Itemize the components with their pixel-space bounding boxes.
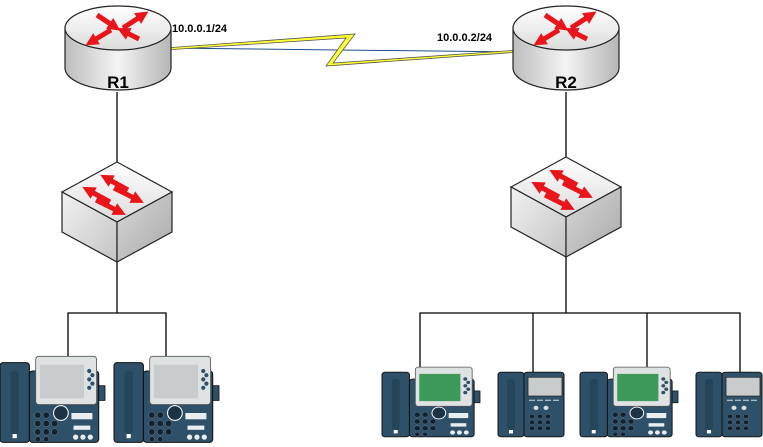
cable-bus-left [67, 312, 167, 360]
switch-sw1[interactable] [62, 162, 172, 262]
switch-sw2[interactable] [511, 157, 621, 257]
cables [67, 92, 741, 400]
r1-ip-label: 10.0.0.1/24 [172, 23, 228, 35]
ip-phone[interactable] [381, 366, 481, 438]
ip-phone-icon [0, 355, 106, 443]
ip-phone-icon [497, 371, 565, 438]
switch-icon [62, 162, 172, 262]
ip-phone[interactable] [497, 371, 565, 438]
ip-phone[interactable] [0, 355, 106, 443]
ip-phone[interactable] [113, 355, 220, 443]
ip-phone[interactable] [695, 371, 763, 438]
router-r1[interactable]: R1 [65, 6, 171, 92]
phone-screen-green [419, 373, 461, 402]
phone-screen-green [617, 373, 659, 402]
ip-phone[interactable] [579, 366, 679, 438]
switch-icon [511, 157, 621, 257]
r2-ip-label: 10.0.0.2/24 [437, 32, 493, 44]
ip-phone-icon [113, 355, 220, 443]
router-label: R2 [555, 73, 577, 92]
router-label: R1 [107, 73, 129, 92]
router-r2[interactable]: R2 [513, 6, 619, 92]
cable-bus-right [419, 312, 741, 400]
ip-phone-icon [695, 371, 763, 438]
